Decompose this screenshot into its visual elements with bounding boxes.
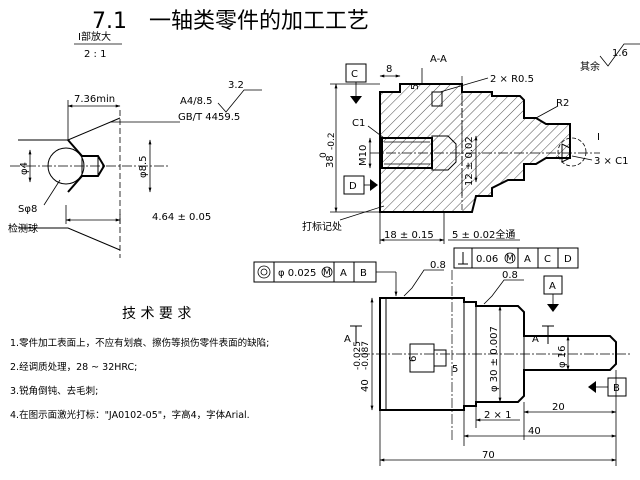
- center-hole-spec-1: A4/8.5: [180, 96, 212, 107]
- section-body: [379, 83, 571, 213]
- tech-item-2: 2.经调质处理，28 ~ 32HRC;: [10, 361, 137, 373]
- dim-18: 18 ± 0.15: [384, 230, 434, 241]
- fcf-coaxial-datum1: A: [340, 268, 347, 279]
- tol-38-upper: 0: [319, 152, 329, 158]
- section-view-aa: A-A C D 8 5 2 × R0.5: [302, 54, 628, 244]
- center-hole-spec-2: GB/T 4459.5: [178, 112, 240, 123]
- roughness-08-b: 0.8: [502, 270, 518, 281]
- dim-length: 4.64 ± 0.05: [152, 212, 211, 223]
- datum-b: B: [613, 383, 620, 394]
- tech-item-1: 1.零件加工表面上，不应有划痕、擦伤等损伤零件表面的缺陷;: [10, 337, 269, 349]
- datum-a: A: [549, 281, 556, 292]
- mark-note: 打标记处: [302, 220, 342, 233]
- dim-len-40: 40: [528, 426, 541, 437]
- tech-item-3: 3.锐角倒钝、去毛刺;: [10, 385, 98, 397]
- dim-r2: R2: [556, 98, 569, 109]
- dim-5-main: 5: [452, 364, 458, 375]
- roughness-32: 3.2: [228, 80, 244, 91]
- dim-2x1: 2 × 1: [484, 410, 511, 421]
- label-i: I: [597, 132, 600, 143]
- fcf-perp-mod: M: [506, 254, 514, 264]
- section-a-right: A: [532, 334, 539, 345]
- dim-5-top: 5: [410, 84, 421, 90]
- dim-5-through: 5 ± 0.02全通: [452, 228, 515, 241]
- fcf-perp-datum2: C: [544, 254, 551, 265]
- fcf-coaxial: φ 0.025 M A B: [253, 261, 398, 297]
- detail-scale: 2 : 1: [84, 49, 106, 60]
- datum-d: D: [349, 181, 357, 192]
- dim-6: 6: [408, 356, 419, 362]
- section-label: A-A: [430, 54, 447, 65]
- tol-40-lower: -0.087: [361, 341, 371, 370]
- tech-title: 技 术 要 求: [122, 306, 191, 322]
- tol-38-lower: -0.2: [327, 132, 337, 150]
- dim-40: 40: [360, 379, 371, 392]
- dim-30: φ 30 ± 0.007: [489, 326, 500, 392]
- dim-12: 12 ± 0.02: [464, 136, 475, 186]
- fcf-perpendicular: 0.06 M A C D: [453, 247, 579, 269]
- dim-3c1: 3 × C1: [594, 156, 628, 167]
- tol-40-upper: -0.025: [353, 341, 363, 370]
- fcf-perp-value: 0.06: [476, 254, 498, 265]
- dim-m10: M10: [358, 145, 369, 166]
- other-label: 其余: [580, 60, 600, 73]
- dim-depth: 7.36min: [74, 94, 115, 105]
- dim-70: 70: [482, 450, 495, 461]
- datum-c: C: [351, 69, 358, 80]
- dim-20: 20: [552, 402, 565, 413]
- shaft-outline: [379, 297, 617, 411]
- roughness-08-a: 0.8: [430, 260, 446, 271]
- tech-item-4: 4.在图示面激光打标："JA0102-05"，字高4，字体Arial.: [10, 409, 250, 421]
- note-ball: 检测球: [8, 222, 38, 235]
- dim-38: 38: [325, 155, 336, 168]
- page-title: 7.1 一轴类零件的加工工艺: [92, 9, 369, 34]
- fcf-coaxial-value: φ 0.025: [278, 268, 316, 279]
- detail-view-i: I部放大 2 : 1 7.36min A4/8.5 GB/T 4459.5 3.…: [8, 30, 262, 258]
- dim-16: φ 16: [557, 346, 568, 369]
- dim-diameter-4: φ4: [19, 162, 30, 175]
- tech-requirements: 技 术 要 求 1.零件加工表面上，不应有划痕、擦伤等损伤零件表面的缺陷; 2.…: [10, 306, 269, 421]
- surface-other: 其余 1.6: [580, 43, 640, 73]
- dim-sphere: Sφ8: [18, 204, 37, 215]
- fcf-coaxial-mod: M: [323, 268, 331, 278]
- fcf-perp-datum3: D: [564, 254, 572, 265]
- detail-label: I部放大: [78, 30, 111, 43]
- other-roughness: 1.6: [612, 48, 628, 59]
- dim-c1: C1: [352, 118, 365, 129]
- dim-diameter-85: φ8.5: [138, 156, 149, 179]
- fcf-perp-datum1: A: [524, 254, 531, 265]
- main-view: 0.8 0.8 A B A A 40 -0.025 -0.087 6 5 φ 3…: [344, 260, 630, 466]
- section-a-left: A: [344, 334, 351, 345]
- dim-r05: 2 × R0.5: [490, 74, 534, 85]
- dim-8: 8: [386, 64, 392, 75]
- fcf-coaxial-datum2: B: [360, 268, 367, 279]
